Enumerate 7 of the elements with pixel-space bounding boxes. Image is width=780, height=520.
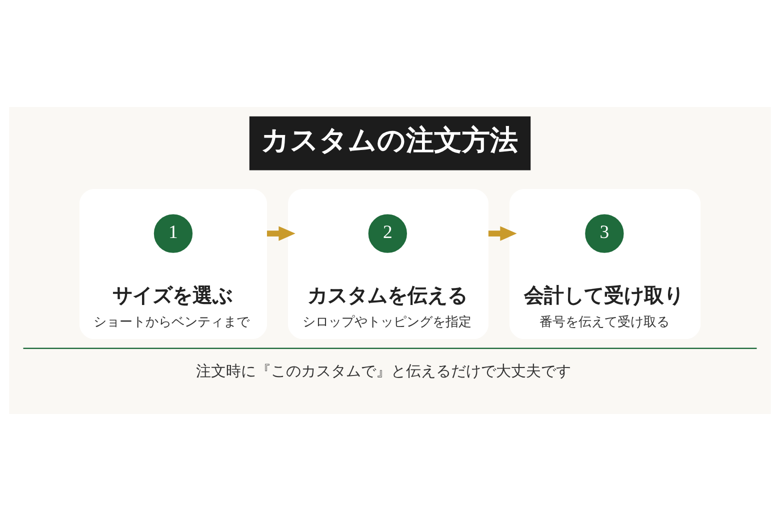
node-circle: 2 [368,214,407,252]
caption: 注文時に『このカスタムで』と伝えるだけで大丈夫です [196,361,572,380]
node-circle: 3 [585,214,624,252]
diagram-title: カスタムの注文方法 [261,122,518,156]
arrow [488,226,517,240]
node-circle: 1 [154,214,193,252]
arrow [266,226,296,240]
